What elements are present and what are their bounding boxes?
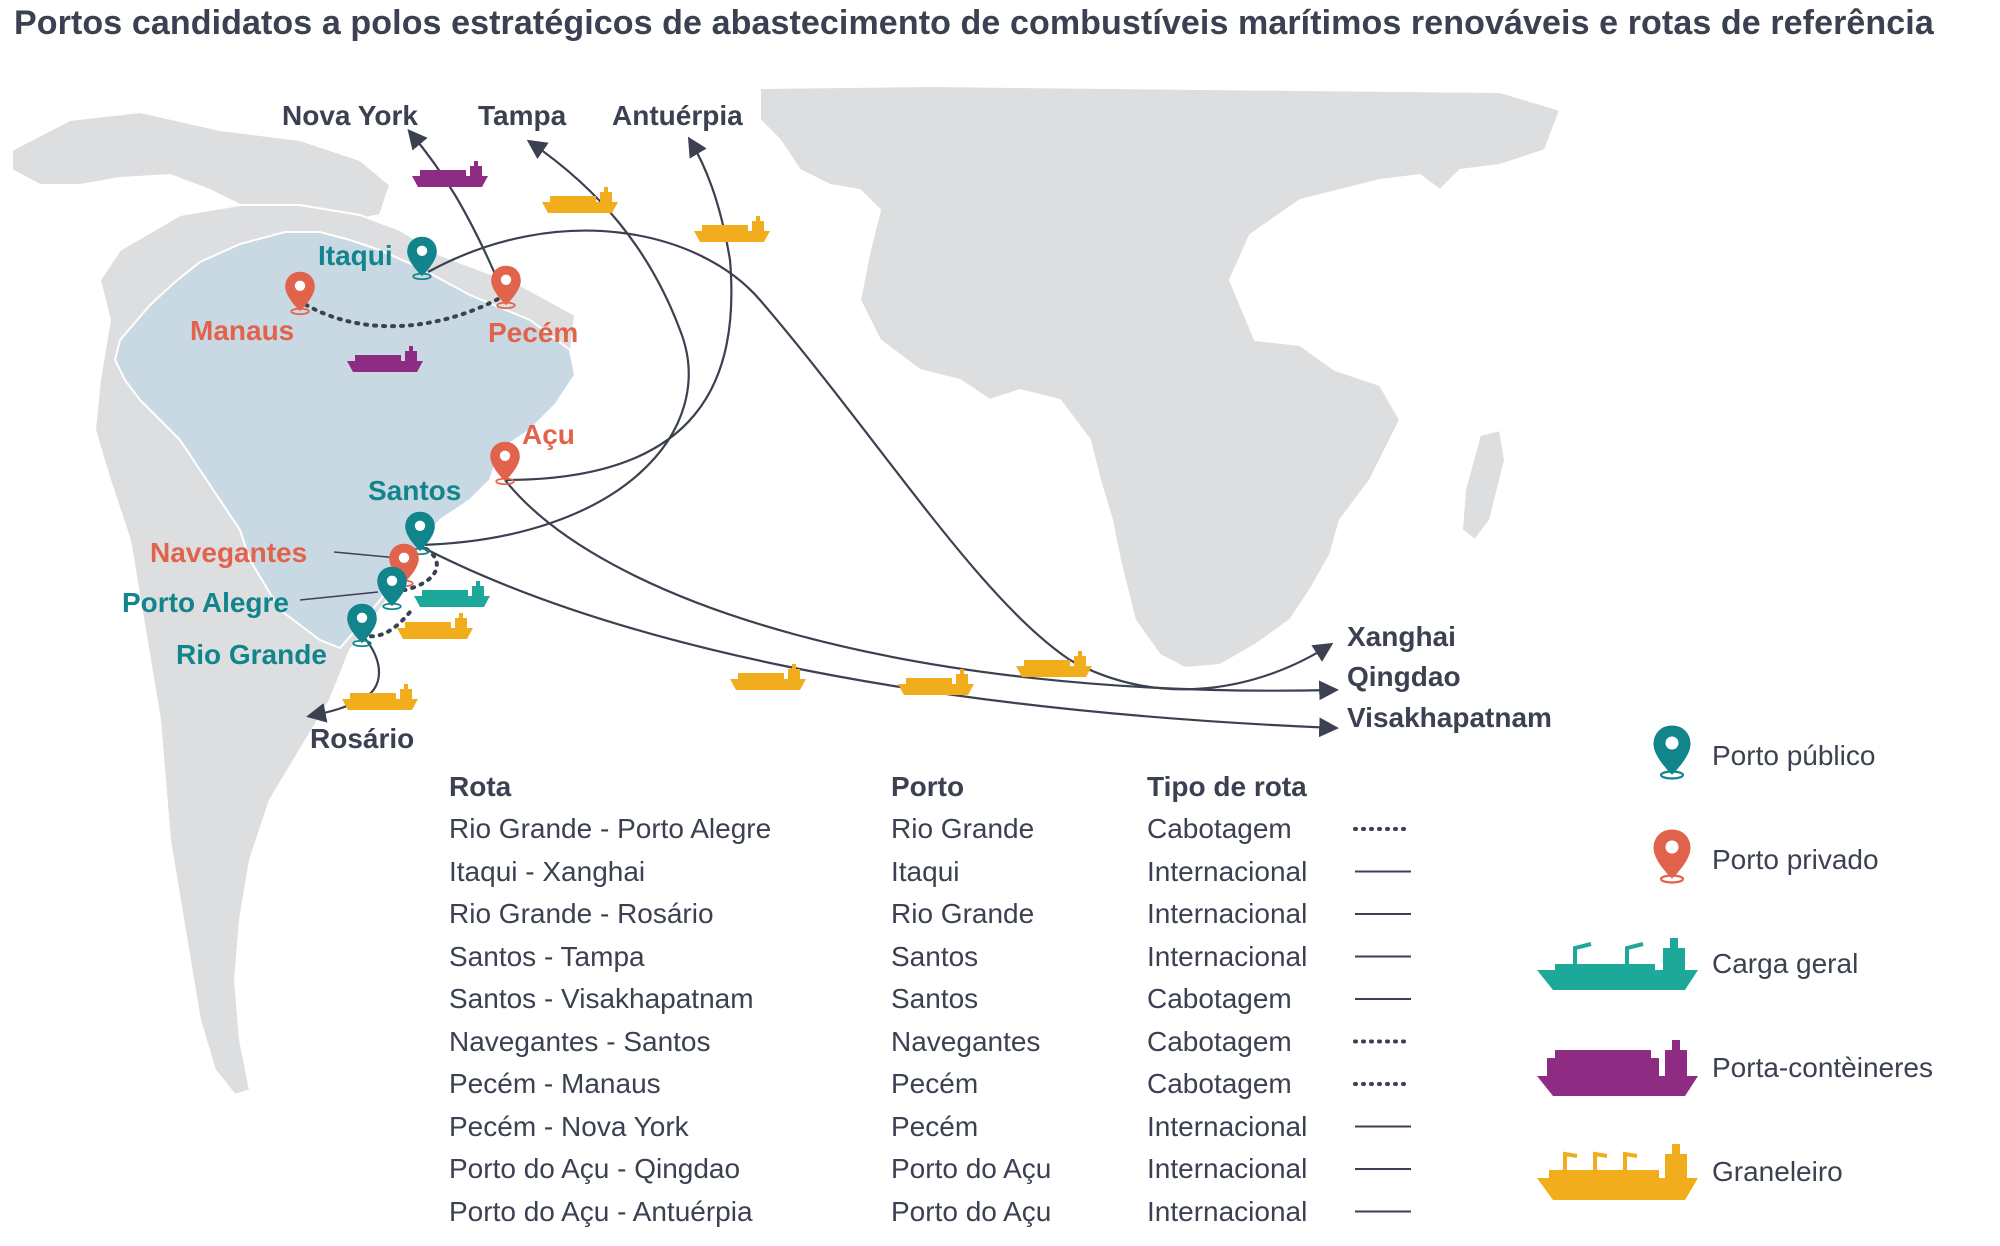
porto-column: Porto Rio Grande Itaqui Rio Grande Santo… [891,766,1131,1233]
tipo-cell: Cabotagem [1147,813,1292,844]
bulk-carrier-ship-icon [694,216,770,242]
tipo-cell: Cabotagem [1147,983,1292,1014]
rota-cell: Navegantes - Santos [449,1025,711,1057]
bulk-carrier-ship-icon [1016,651,1092,677]
dest-label: Antuérpia [612,100,743,131]
legend-container-ship: Porta-contèineres [1520,1032,2000,1112]
porto-cell: Porto do Açu [891,1195,1052,1227]
public-port-pin-icon [1652,724,1692,780]
tipo-cell: Internacional [1147,898,1308,929]
porto-cell: Rio Grande [891,813,1035,844]
tipo-cell: Internacional [1147,855,1308,887]
rota-header: Rota [449,771,512,802]
bulk-carrier-ship-icon [730,664,806,690]
port-label: Santos [368,475,461,506]
legend-general-cargo: Carga geral [1520,928,2000,1008]
rota-cell: Pecém - Manaus [449,1068,661,1099]
route-pecem-nova-york [407,128,508,301]
dest-label: Tampa [478,100,567,131]
dest-label: Qingdao [1347,661,1461,692]
map-labels: Nova York Tampa Antuérpia Xanghai Qingda… [122,100,1552,754]
general-cargo-ship-icon [414,581,490,607]
legend-public-port: Porto público [1520,720,2000,800]
rota-cell: Santos - Tampa [449,940,645,972]
route-acu-qingdao [504,479,1339,701]
routes [296,128,1339,738]
page-title: Portos candidatos a polos estratégicos d… [14,4,1934,42]
bulk-carrier-ship-icon [342,684,418,710]
tipo-header: Tipo de rota [1147,771,1307,802]
port-label: Pecém [488,317,578,348]
acu-pin-icon [489,441,521,486]
container-ship-icon [412,161,488,187]
rota-column: Rota Rio Grande - Porto Alegre Itaqui - … [449,766,869,1233]
porto-cell: Navegantes [891,1025,1041,1057]
dest-label: Xanghai [1347,621,1456,652]
port-label: Itaqui [318,240,393,271]
dest-label: Nova York [282,100,418,131]
route-pecem-manaus [296,296,502,329]
bulk-carrier-ship-icon [1537,1144,1698,1200]
legend-private-port: Porto privado [1520,824,2000,904]
tipo-cell: Cabotagem [1147,1068,1292,1099]
bulk-carrier-ship-icon [397,613,473,639]
rota-cell: Itaqui - Xanghai [449,855,646,887]
port-label: Manaus [190,315,294,346]
tipo-cell: Internacional [1147,1153,1308,1184]
bulk-carrier-ship-icon [898,669,974,695]
rota-cell: Rio Grande - Porto Alegre [449,813,772,844]
rota-cell: Porto do Açu - Antuérpia [449,1195,753,1227]
line-style-samples [1353,827,1413,1213]
porto-cell: Santos [891,983,979,1014]
tipo-cell: Internacional [1147,940,1308,972]
rota-cell: Porto do Açu - Qingdao [449,1153,741,1184]
porto-cell: Rio Grande [891,898,1035,929]
route-santos-visakhapatnam [417,544,1339,738]
rota-cell: Pecém - Nova York [449,1110,689,1142]
tipo-cell: Internacional [1147,1195,1308,1227]
rota-cell: Santos - Visakhapatnam [449,983,754,1014]
port-label: Rio Grande [176,639,327,670]
tipo-column: Tipo de rota Cabotagem Internacional Int… [1147,766,1447,1233]
tipo-cell: Cabotagem [1147,1025,1292,1057]
dest-label: Visakhapatnam [1347,702,1552,733]
porto-header: Porto [891,771,965,802]
port-label: Navegantes [150,537,307,568]
porto-cell: Santos [891,940,979,972]
porto-cell: Itaqui [891,855,960,887]
route-rio-grande-porto-alegre [360,610,412,639]
porto-cell: Porto do Açu [891,1153,1052,1184]
porto-cell: Pecém [891,1110,979,1142]
bulk-carrier-ship-icon [542,187,618,213]
brazil-region [113,231,577,650]
port-label: Porto Alegre [122,587,289,618]
legend-bulk-carrier: Graneleiro [1520,1136,2000,1216]
porto-cell: Pecém [891,1068,979,1099]
dest-label: Rosário [310,723,414,754]
container-ship-icon [1537,1040,1698,1096]
tipo-cell: Internacional [1147,1110,1308,1142]
port-label: Açu [522,419,575,450]
private-port-pin-icon [1652,828,1692,884]
route-acu-antuerpia [504,136,733,482]
general-cargo-ship-icon [1537,938,1698,990]
rota-cell: Rio Grande - Rosário [449,898,714,929]
